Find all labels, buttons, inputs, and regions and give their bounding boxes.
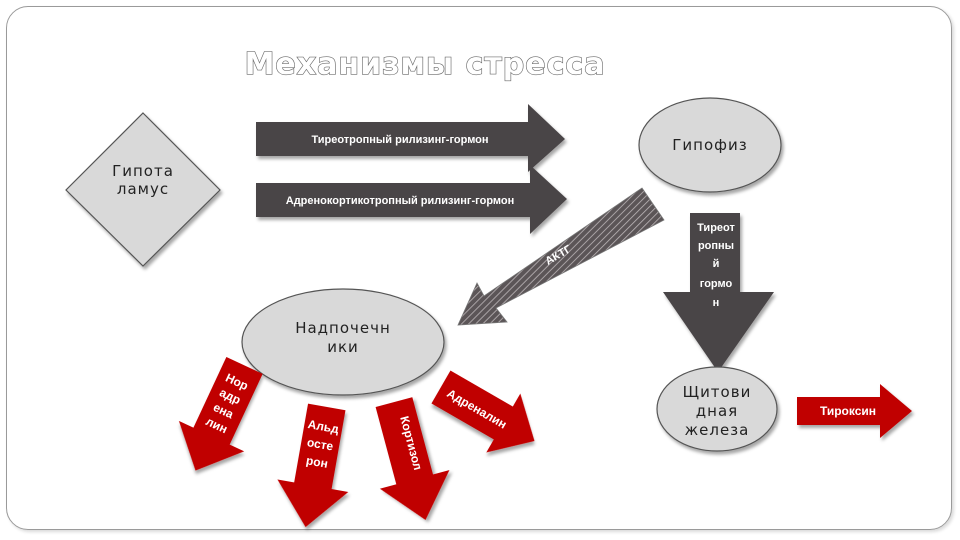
cortisol-arrow: Кортизол <box>375 397 450 520</box>
thyroxine-arrow: Тироксин <box>797 384 912 438</box>
adrenaline-arrow: Адреналин <box>431 370 535 453</box>
thyroid-node: Щитови дная железа <box>656 366 778 452</box>
hypothalamus-label-2: ламус <box>117 180 169 198</box>
crh-label: Адренокортикотропный рилизинг-гормон <box>286 195 515 207</box>
adrenals-label-2: ики <box>327 338 359 356</box>
tsh-label-3: й <box>713 258 720 270</box>
aldosterone-label-1: Альд <box>307 417 341 436</box>
noradrenaline-arrow: Нор адр ена лин <box>178 356 263 471</box>
aldosterone-label-2: осте <box>306 435 335 453</box>
pituitary-node: Гипофиз <box>638 97 782 193</box>
adrenals-node: Надпочечн ики <box>241 288 445 396</box>
hypothalamus-label-1: Гипота <box>112 162 174 180</box>
acth-arrow: АКТГ <box>457 187 665 326</box>
aldosterone-arrow: Альд осте рон <box>277 403 349 528</box>
thyroid-label-1: Щитови <box>683 383 752 401</box>
slide-frame <box>6 6 952 530</box>
thyroid-label-3: железа <box>685 421 750 439</box>
trh-label: Тиреотропный рилизинг-гормон <box>311 134 488 146</box>
tsh-label-4: гормо <box>700 278 733 290</box>
slide-title: Механизмы стресса <box>245 47 606 82</box>
aldosterone-label-3: рон <box>305 453 329 471</box>
tsh-label-1: Тиреот <box>697 222 735 234</box>
thyroid-label-2: дная <box>696 402 738 420</box>
thyroxine-label: Тироксин <box>820 404 876 418</box>
trh-arrow: Тиреотропный рилизинг-гормон <box>256 104 565 172</box>
tsh-arrow: Тиреот ропны й гормо н <box>663 213 774 372</box>
adrenals-label-1: Надпочечн <box>295 319 391 337</box>
tsh-label-2: ропны <box>698 240 734 252</box>
pituitary-label: Гипофиз <box>672 136 747 154</box>
hypothalamus-node: Гипота ламус <box>65 112 221 267</box>
crh-arrow: Адренокортикотропный рилизинг-гормон <box>256 165 567 234</box>
tsh-label-5: н <box>713 297 720 309</box>
